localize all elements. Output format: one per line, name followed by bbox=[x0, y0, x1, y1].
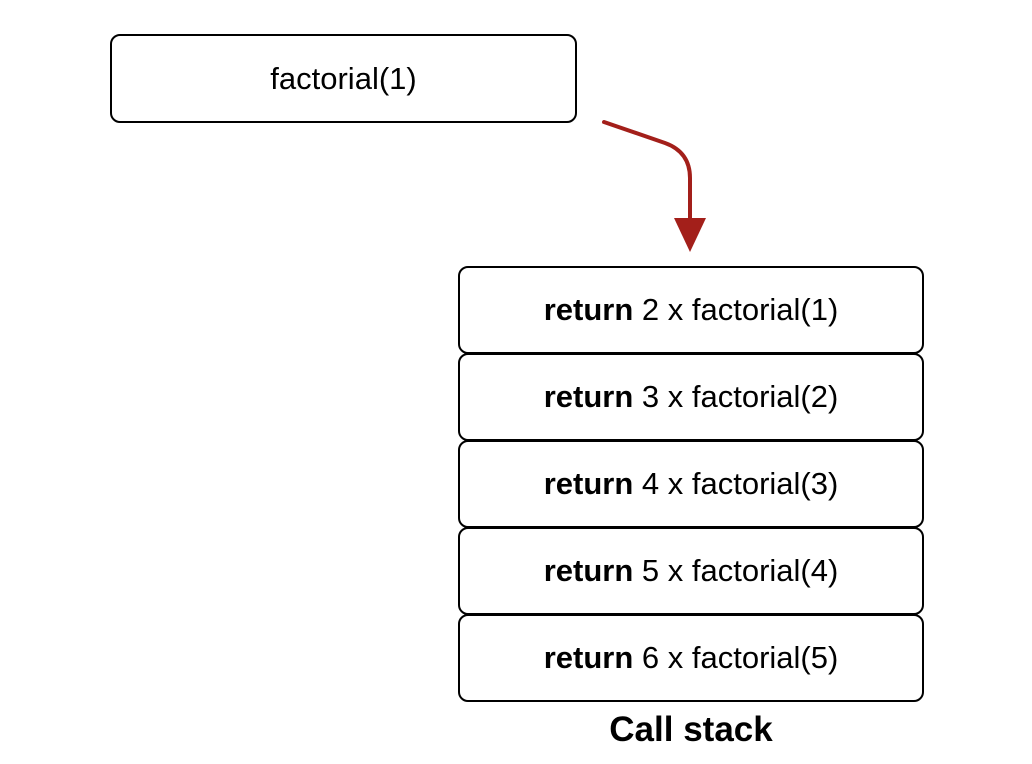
stack-frame: return 4 x factorial(3) bbox=[458, 440, 924, 528]
stack-frame: return 2 x factorial(1) bbox=[458, 266, 924, 354]
call-stack-caption: Call stack bbox=[609, 710, 773, 749]
stack-frame-text: return 5 x factorial(4) bbox=[544, 553, 839, 589]
current-call-label: factorial(1) bbox=[270, 60, 417, 96]
frame-expression: 6 x factorial(5) bbox=[633, 640, 839, 675]
frame-expression: 3 x factorial(2) bbox=[633, 379, 839, 414]
stack-frame-text: return 2 x factorial(1) bbox=[544, 292, 839, 328]
return-keyword: return bbox=[543, 640, 634, 675]
return-keyword: return bbox=[543, 379, 634, 414]
stack-frame-text: return 3 x factorial(2) bbox=[544, 379, 839, 415]
return-keyword: return bbox=[543, 292, 634, 327]
current-call-box: factorial(1) bbox=[110, 34, 577, 123]
frame-expression: 4 x factorial(3) bbox=[633, 466, 839, 501]
stack-frame: return 6 x factorial(5) bbox=[458, 614, 924, 702]
stack-frame-text: return 4 x factorial(3) bbox=[544, 466, 839, 502]
return-keyword: return bbox=[543, 466, 634, 501]
frame-expression: 5 x factorial(4) bbox=[633, 553, 839, 588]
frame-expression: 2 x factorial(1) bbox=[633, 292, 839, 327]
push-arrow-head bbox=[674, 218, 706, 252]
stack-frame: return 3 x factorial(2) bbox=[458, 353, 924, 441]
stack-frame-text: return 6 x factorial(5) bbox=[544, 640, 839, 676]
push-arrow-line bbox=[602, 120, 692, 224]
return-keyword: return bbox=[543, 553, 634, 588]
stack-frame: return 5 x factorial(4) bbox=[458, 527, 924, 615]
